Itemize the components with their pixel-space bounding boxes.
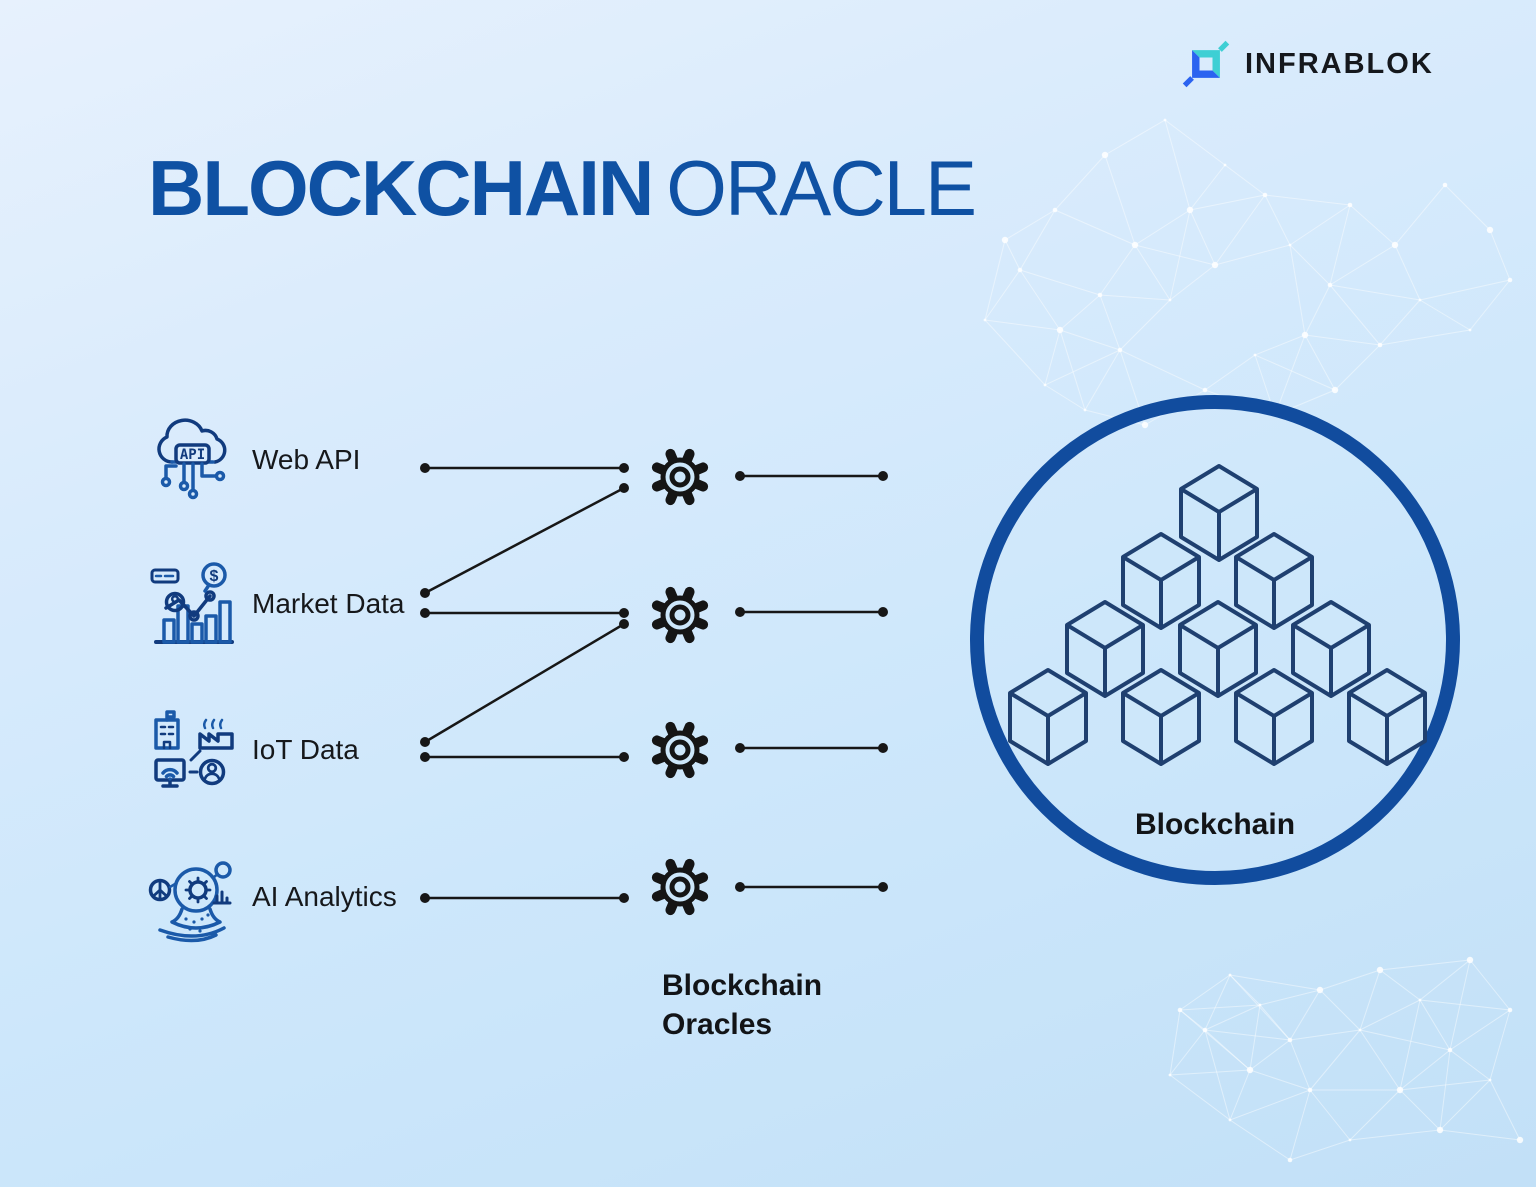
connector-dot: [420, 608, 430, 618]
connector-dot: [619, 463, 629, 473]
gear-icon: [657, 864, 703, 910]
connector-dot: [735, 882, 745, 892]
infrablok-logo-icon: [1182, 40, 1230, 88]
connector-dot: [420, 588, 430, 598]
oracles-label: Blockchain Oracles: [662, 969, 823, 1041]
connector-dot: [420, 737, 430, 747]
dollar-icon-text: $: [210, 568, 219, 585]
gear-icon: [657, 592, 703, 638]
connector-dot: [619, 752, 629, 762]
cube-icon: [1234, 668, 1314, 766]
connector-dot: [619, 483, 629, 493]
logo-text: INFRABLOK: [1245, 47, 1434, 80]
connector-dot: [878, 882, 888, 892]
gear-icon: [657, 727, 703, 773]
source-label: Web API: [252, 444, 361, 475]
connector-dot: [619, 893, 629, 903]
cube-icon: [1178, 600, 1258, 698]
cube-icon: [1234, 532, 1314, 630]
cube-icon: [1121, 668, 1201, 766]
connector-line: [424, 622, 625, 744]
iot-devices-icon: [154, 710, 234, 788]
title-regular: ORACLE: [666, 144, 977, 232]
source-label: Market Data: [252, 588, 405, 619]
api-icon-text: API: [180, 447, 205, 463]
cloud-api-icon: API: [157, 418, 227, 500]
gear-icon: [657, 454, 703, 500]
source-row-ai-analytics: AI Analytics: [146, 851, 397, 943]
cube-icon: [1347, 668, 1427, 766]
source-row-iot-data: IoT Data: [146, 704, 359, 796]
connector-dot: [420, 893, 430, 903]
cube-icon: [1179, 464, 1259, 562]
connector-dot: [735, 607, 745, 617]
logo: INFRABLOK: [1180, 38, 1434, 90]
source-label: IoT Data: [252, 734, 359, 765]
cube-icon: [1291, 600, 1371, 698]
connector-line: [424, 486, 625, 595]
constellation-pattern-bottom: [1168, 956, 1524, 1163]
connector-dot: [878, 743, 888, 753]
cube-pyramid: [1008, 464, 1427, 766]
blockchain-circle: [970, 395, 1460, 885]
market-chart-icon: $: [150, 562, 234, 644]
ai-analytics-icon: [148, 861, 232, 943]
connector-dot: [420, 752, 430, 762]
connector-dot: [420, 463, 430, 473]
source-label: AI Analytics: [252, 881, 397, 912]
connector-dot: [619, 608, 629, 618]
constellation-pattern-top: [983, 118, 1513, 429]
cube-icon: [1065, 600, 1145, 698]
connector-dot: [878, 471, 888, 481]
connector-dot: [735, 743, 745, 753]
connector-lines: [420, 463, 888, 903]
cube-icon: [1008, 668, 1088, 766]
connector-dot: [878, 607, 888, 617]
blockchain-label: Blockchain: [1134, 808, 1296, 841]
source-row-web-api: API Web API: [146, 414, 360, 506]
connector-dot: [619, 619, 629, 629]
cube-icon: [1121, 532, 1201, 630]
title-bold: BLOCKCHAIN: [148, 144, 654, 232]
connector-dot: [735, 471, 745, 481]
source-row-market-data: $ Market Data: [146, 558, 405, 650]
